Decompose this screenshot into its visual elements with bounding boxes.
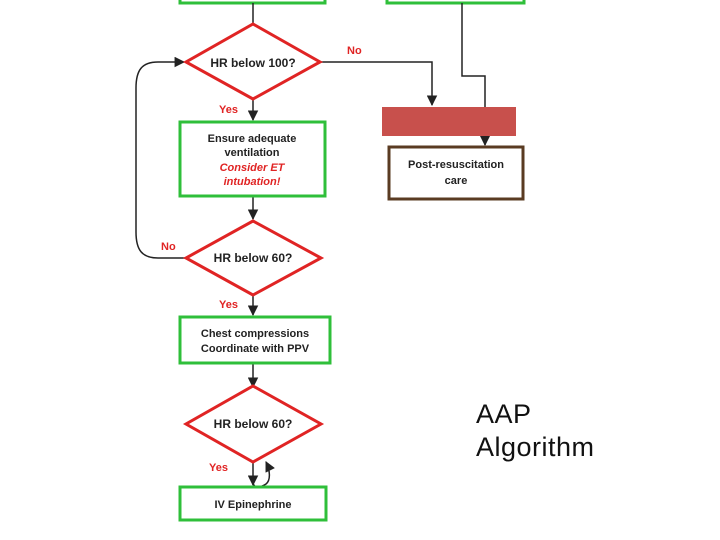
hr-below-60-first-no-label: No: [161, 241, 176, 253]
compressions-line-1: Chest compressions: [201, 328, 309, 340]
caption-line-1: AAP: [476, 399, 532, 429]
decision-hr-below-60-second: [182, 384, 325, 464]
top-left-box-fragment: [178, 0, 327, 5]
post-resuscitation-line-2: care: [445, 175, 468, 187]
ventilation-box: [178, 120, 327, 198]
hr-below-60-second-yes-label: Yes: [209, 462, 228, 474]
hr-below-100-yes-label: Yes: [219, 104, 238, 116]
post-resuscitation-line-1: Post-resuscitation: [408, 159, 504, 171]
decision-hr-below-100-text: HR below 100?: [210, 56, 295, 70]
decision-hr-below-100: [182, 22, 324, 101]
top-right-box-fragment: [385, 0, 526, 5]
decision-hr-below-60-first: [182, 219, 325, 297]
hr-below-100-no-label: No: [347, 45, 362, 57]
post-resuscitation-box: [387, 145, 525, 201]
epinephrine-box: [178, 485, 328, 522]
compressions-line-2: Coordinate with PPV: [201, 343, 310, 355]
decision-hr-below-60-first-text: HR below 60?: [214, 251, 293, 265]
slide-caption: AAP Algorithm: [476, 398, 595, 464]
ventilation-line-2: ventilation: [224, 147, 279, 159]
compressions-box: [178, 315, 332, 365]
epinephrine-text: IV Epinephrine: [214, 499, 291, 511]
ventilation-emphasis-1: Consider ET: [220, 162, 286, 174]
arrow-hr60-no-loop: [135, 56, 186, 259]
red-banner: [382, 107, 516, 136]
arrow-epinephrine-loop: [252, 461, 275, 488]
arrow-hr100-no: [318, 61, 438, 107]
ventilation-emphasis-2: intubation!: [224, 176, 281, 188]
caption-line-2: Algorithm: [476, 432, 595, 462]
hr-below-60-first-yes-label: Yes: [219, 299, 238, 311]
ventilation-line-1: Ensure adequate: [208, 133, 297, 145]
decision-hr-below-60-second-text: HR below 60?: [214, 417, 293, 431]
